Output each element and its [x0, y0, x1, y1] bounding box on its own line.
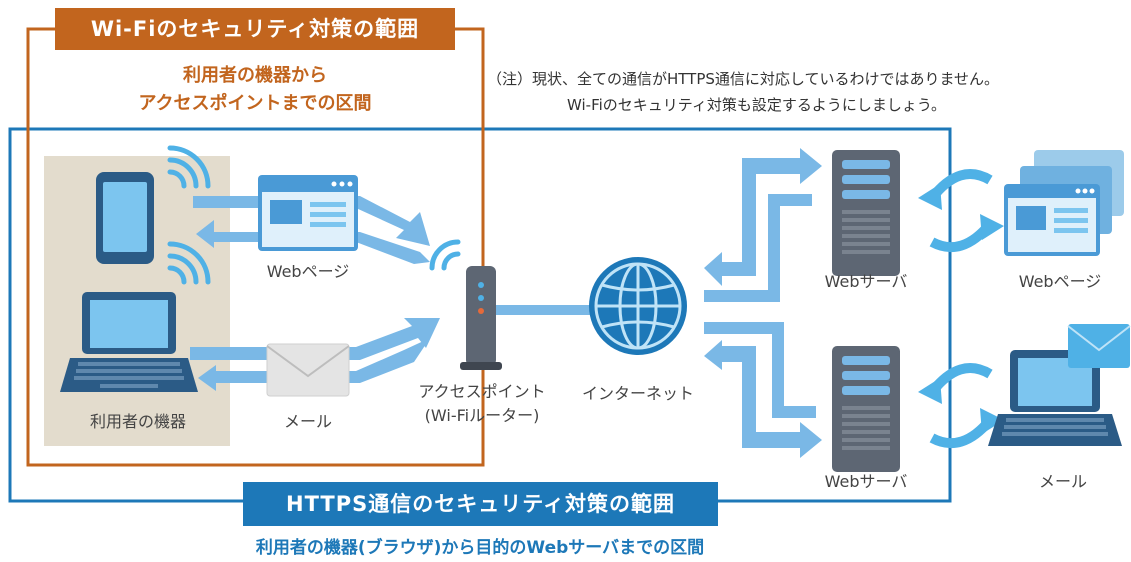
laptop-icon: [60, 292, 198, 392]
note-line1: （注）現状、全ての通信がHTTPS通信に対応しているわけではありません。: [487, 70, 1000, 88]
globe-icon: [589, 257, 687, 355]
server-icon: [832, 346, 900, 472]
note-line2: Wi-Fiのセキュリティ対策も設定するようにしましょう。: [567, 96, 946, 114]
access-point-label-line2: (Wi-Fiルーター): [424, 406, 540, 425]
smartphone-icon: [96, 172, 154, 264]
webpage-right-label: Webページ: [1018, 272, 1102, 291]
server-icon: [832, 150, 900, 276]
webpage-left-label: Webページ: [266, 262, 350, 281]
user-device-label: 利用者の機器: [89, 412, 186, 431]
https-scope-subtitle: 利用者の機器(ブラウザ)から目的のWebサーバまでの区間: [255, 538, 705, 558]
mail-left-label: メール: [283, 412, 332, 431]
web-server-bottom-label: Webサーバ: [824, 472, 908, 491]
wifi-scope-border: [26, 27, 485, 467]
access-point-label-line1: アクセスポイント: [418, 382, 546, 401]
router-icon: [460, 266, 502, 370]
webpage-icon: [258, 175, 358, 251]
note-text: （注）現状、全ての通信がHTTPS通信に対応しているわけではありません。 Wi-…: [487, 66, 1127, 118]
webpage-stack-icon: [1004, 150, 1124, 256]
mail-flow-arrows: [190, 318, 440, 391]
router-wifi-icon: [429, 239, 461, 271]
access-point-label: アクセスポイント (Wi-Fiルーター): [404, 380, 560, 428]
https-scope-title: HTTPS通信のセキュリティ対策の範囲: [243, 482, 718, 526]
internet-label: インターネット: [581, 384, 694, 403]
mail-laptop-icon: [988, 350, 1122, 446]
mail-envelope-icon: [266, 343, 350, 397]
mail-icon: [1067, 324, 1131, 368]
exchange-arrowheads: [918, 184, 1004, 434]
wifi-scope-subtitle-line2: アクセスポイントまでの区間: [138, 93, 372, 114]
router-globe-link: [496, 305, 592, 315]
wifi-scope-subtitle: 利用者の機器から アクセスポイントまでの区間: [110, 62, 400, 118]
wifi-scope-title: Wi-Fiのセキュリティ対策の範囲: [55, 8, 455, 50]
wifi-signal-icon: [167, 145, 211, 285]
wifi-scope-subtitle-line1: 利用者の機器から: [183, 65, 327, 86]
web-server-top-label: Webサーバ: [824, 272, 908, 291]
server-flow-arrows: [704, 148, 822, 458]
mail-right-label: メール: [1038, 472, 1087, 491]
